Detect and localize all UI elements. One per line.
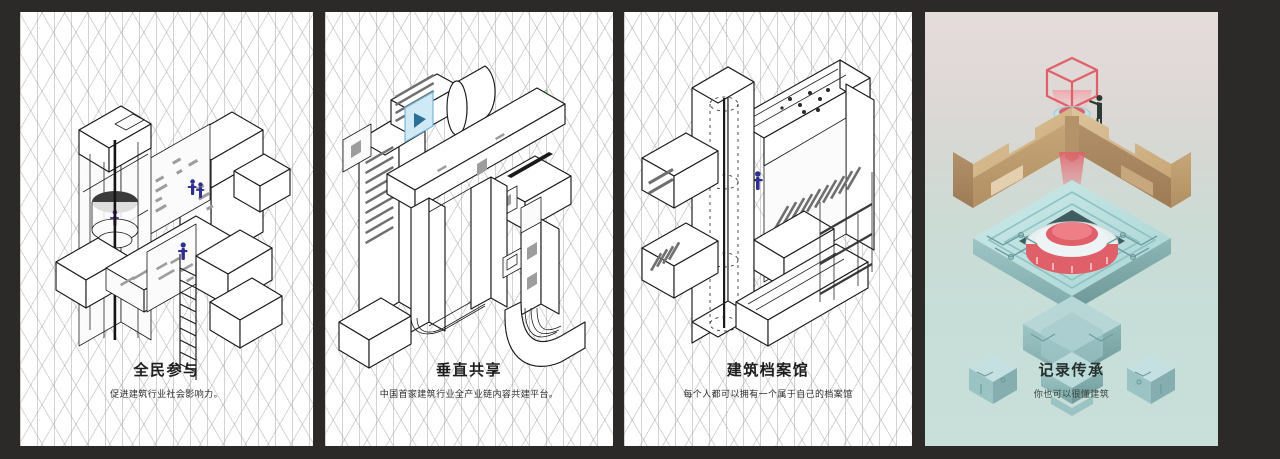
figure-person [196,182,205,198]
figure-person [752,171,763,190]
floating-cube-left [969,354,1017,404]
core-device [1025,221,1119,274]
panel-3[interactable]: 建筑档案馆 每个人都可以拥有一个属于自己的档案馆 [624,12,912,446]
isometric-line-art-archive-building [624,12,912,446]
wireframe-cube [1045,56,1099,110]
isometric-grid-background [20,12,313,446]
panel-4[interactable]: 记录传承 你也可以很懂建筑 [925,12,1218,446]
figure-person [187,179,197,195]
isometric-line-art-elevator-tower [20,12,313,446]
play-icon [404,91,434,143]
figure-person [178,242,188,260]
ladder [179,254,197,380]
isometric-grid-background [325,12,613,446]
panel-2[interactable]: 垂直共享 中国首家建筑行业全产业链内容共建平台。 [325,12,613,446]
floating-cube-right [1127,354,1175,404]
panel-1[interactable]: 全民参与 促进建筑行业社会影响力。 [20,12,313,446]
isometric-line-art-media-gantry [325,12,613,446]
isometric-color-art-wood-platform-core [925,12,1218,446]
